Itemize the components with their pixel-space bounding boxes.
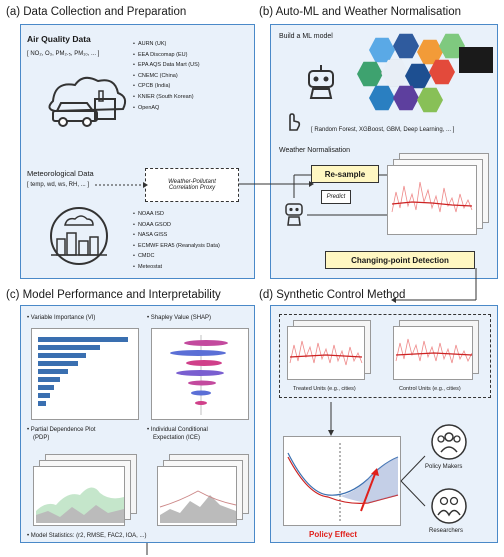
- ml-tool-hex-icon: [393, 85, 419, 111]
- aq-source: OpenAQ: [133, 103, 200, 114]
- pdp-plot: [33, 466, 125, 526]
- aq-source: EEA Discomap (EU): [133, 50, 200, 61]
- resample-box: Re-sample: [311, 165, 379, 183]
- shap-beeswarm-icon: [170, 335, 228, 415]
- changing-point-box: Changing-point Detection: [325, 251, 475, 269]
- aq-source: CNEMC (China): [133, 71, 200, 82]
- section-b-title: (b) Auto-ML and Weather Normalisation: [259, 6, 461, 18]
- met-source: NOAA ISD: [133, 209, 220, 220]
- met-sources-list: NOAA ISD NOAA GSOD NASA GISS ECMWF ERA5 …: [133, 209, 220, 273]
- vi-text: Variable Importance (VI): [30, 315, 96, 321]
- policy-makers-icon: [431, 424, 467, 460]
- control-ts-icon: [395, 338, 473, 364]
- aq-source: KNIER (South Korean): [133, 92, 200, 103]
- control-plot: [393, 326, 473, 380]
- ml-tool-hex-icon: [417, 87, 443, 113]
- aq-source: CPCB (India): [133, 81, 200, 92]
- shap-text: Shapley Value (SHAP): [150, 315, 212, 321]
- met-source: NASA GISS: [133, 230, 220, 241]
- control-label: Control Units (e.g., cities): [399, 386, 461, 392]
- car-factory-icon: [48, 76, 127, 127]
- ice-line2: Expectation (ICE): [153, 435, 201, 442]
- synthetic-arrows: [328, 402, 426, 512]
- ts-chart-icon: [391, 181, 473, 213]
- met-source: ECMWF ERA5 (Reanalysis Data): [133, 241, 220, 252]
- model-stats-label: • Model Statistics: (r2, RMSE, FAC2, IOA…: [27, 533, 147, 539]
- ml-tool-hex-icon: [357, 61, 383, 87]
- ml-tool-hex-icon: [429, 59, 455, 85]
- policy-effect-label: Policy Effect: [309, 530, 358, 539]
- ice-label: • Individual Conditional Expectation (IC…: [147, 426, 208, 443]
- ml-tool-hex-icon: [393, 33, 419, 59]
- ts-thumb-front: [387, 165, 477, 235]
- hand-pointer-icon: [289, 113, 301, 131]
- build-ml-label: Build a ML model: [279, 33, 333, 40]
- section-c-title: (c) Model Performance and Interpretabili…: [6, 289, 221, 301]
- met-data-vars: [ temp, wd, ws, RH, ... ]: [27, 182, 90, 188]
- proxy-line1: Weather-Pollutant: [168, 179, 216, 185]
- researchers-icon: [431, 488, 467, 524]
- aq-sources-list: AURN (UK) EEA Discomap (EU) EPA AQS Data…: [133, 39, 200, 113]
- air-quality-label: Air Quality Data: [27, 34, 91, 44]
- proxy-arrow: [95, 182, 148, 188]
- pdp-line1: • Partial Dependence Plot: [27, 427, 96, 433]
- ice-plot: [157, 466, 237, 526]
- ml-tool-hex-icon: [369, 85, 395, 111]
- met-data-label: Meteorological Data: [27, 169, 94, 178]
- predict-box: Predict: [321, 190, 351, 204]
- aq-source: AURN (UK): [133, 39, 200, 50]
- robot-icon: [308, 65, 334, 99]
- ice-curve-icon: [159, 490, 237, 523]
- panel-automl: Build a ML model [ Random Forest, XGBoos…: [270, 24, 498, 279]
- met-source: Meteostat: [133, 262, 220, 273]
- weather-norm-label: Weather Normalisation: [279, 147, 351, 154]
- treated-label: Treated Units (e.g., cities): [293, 386, 356, 392]
- air-quality-vars: [ NO₂, O₃, PM₂.₅, PM₁₀, ... ]: [27, 51, 100, 57]
- met-source: NOAA GSOD: [133, 220, 220, 231]
- ice-line1: • Individual Conditional: [147, 427, 208, 433]
- ml-tool-hex-icon: [369, 37, 395, 63]
- section-d-title: (d) Synthetic Control Method: [259, 289, 406, 301]
- panel-performance: • Variable Importance (VI) • Shapley Val…: [20, 305, 255, 543]
- ice-text1: Individual Conditional: [150, 427, 208, 433]
- vi-label: • Variable Importance (VI): [27, 315, 96, 321]
- aq-source: EPA AQS Data Mart (US): [133, 60, 200, 71]
- treated-plot: [287, 326, 365, 380]
- pdp-curve-icon: [36, 487, 124, 523]
- met-source: CMDC: [133, 251, 220, 262]
- pdp-text1: Partial Dependence Plot: [30, 427, 96, 433]
- researchers-label: Researchers: [429, 528, 464, 534]
- synthetic-control-plot: [283, 436, 401, 526]
- pdp-line2: (PDP): [33, 435, 50, 442]
- weather-city-icon: [50, 207, 108, 265]
- model-stats-text: Model Statistics: (r2, RMSE, FAC2, IOA, …: [30, 533, 147, 539]
- policy-makers-label: Policy Makers: [425, 464, 463, 470]
- vi-bars-icon: [38, 337, 128, 406]
- pdp-label: • Partial Dependence Plot (PDP): [27, 426, 96, 443]
- section-a-title: (a) Data Collection and Preparation: [6, 6, 187, 18]
- correlation-proxy-box: Weather-Pollutant Correlation Proxy: [145, 168, 239, 202]
- shap-label: • Shapley Value (SHAP): [147, 315, 212, 321]
- treated-ts-icon: [289, 340, 363, 366]
- panel-synthetic-control: Treated Units (e.g., cities) Control Uni…: [270, 305, 498, 543]
- synthetic-chart-icon: [287, 443, 399, 521]
- panel-data-collection: Air Quality Data [ NO₂, O₃, PM₂.₅, PM₁₀,…: [20, 24, 255, 279]
- shap-plot: [151, 328, 249, 420]
- vi-plot: [31, 328, 139, 420]
- proxy-line2: Correlation Proxy: [168, 185, 216, 191]
- library-logo-icon: [459, 47, 493, 73]
- units-dashed-box: [279, 314, 491, 398]
- model-list: [ Random Forest, XGBoost, GBM, Deep Lear…: [311, 127, 455, 133]
- ml-tool-hex-icon: [405, 63, 431, 89]
- robot-small-icon: [285, 203, 303, 226]
